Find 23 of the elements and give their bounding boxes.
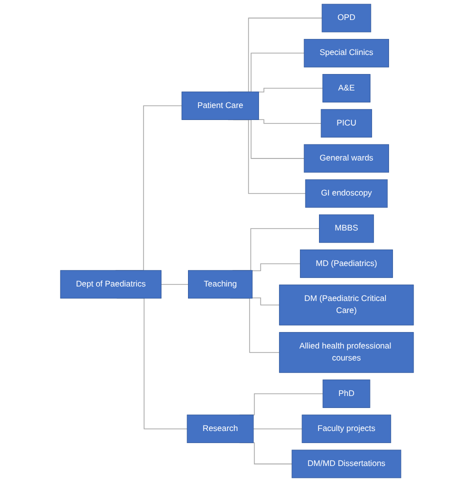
- node-box: [322, 4, 372, 32]
- node-box: [300, 250, 393, 278]
- node-box: [319, 214, 374, 243]
- node-box: [305, 179, 388, 208]
- connector: [252, 263, 301, 272]
- node-box: [292, 450, 402, 478]
- node-box: [304, 38, 390, 68]
- connector: [258, 119, 322, 124]
- node-box: [60, 270, 162, 299]
- connector: [252, 298, 280, 306]
- node-box: [182, 92, 259, 120]
- node-box: [302, 414, 392, 444]
- node-box: [279, 332, 414, 373]
- connector: [160, 284, 189, 285]
- node-box: [186, 414, 254, 444]
- node-box: [279, 284, 414, 326]
- connector: [253, 428, 302, 430]
- node-box: [320, 109, 372, 138]
- connector: [258, 88, 324, 92]
- node-box: [304, 144, 390, 173]
- node-box: [322, 380, 370, 408]
- node-box: [322, 74, 370, 102]
- node-box: [188, 270, 253, 299]
